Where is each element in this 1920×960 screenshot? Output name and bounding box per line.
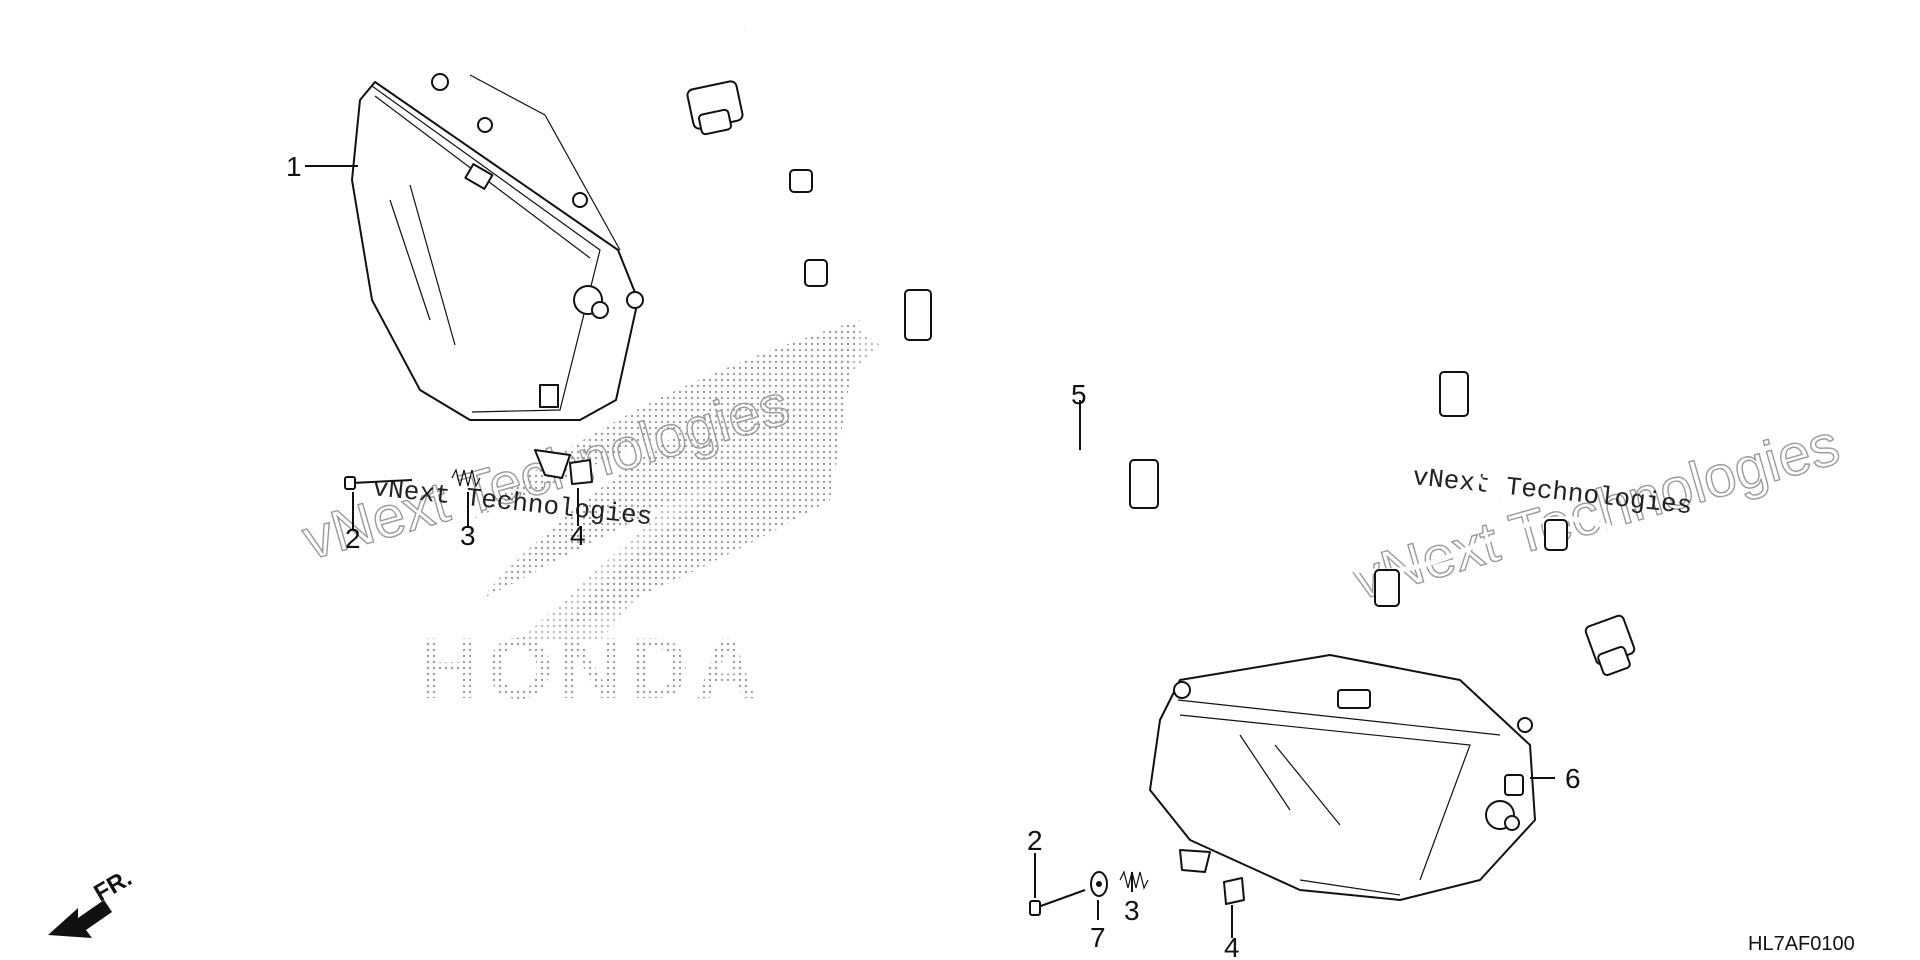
callout-bolt-left: 2 (345, 523, 361, 554)
callout-clip-nut-right: 4 (1224, 932, 1240, 960)
callout-headlight-left: 1 (286, 151, 302, 182)
honda-wing-logo-watermark (470, 320, 880, 640)
hardware-right-drawing (1029, 870, 1245, 916)
honda-brand-watermark: HONDA (418, 621, 763, 717)
callout-spring-left: 3 (460, 520, 476, 551)
callout-washer-right: 7 (1090, 922, 1106, 953)
headlight-right-drawing (1149, 654, 1536, 901)
front-direction-arrow-icon (48, 900, 112, 938)
callout-spring-right: 3 (1124, 895, 1140, 926)
headlight-left-drawing (351, 73, 644, 479)
callout-wire-harness: 5 (1071, 379, 1087, 410)
callout-headlight-right: 6 (1565, 763, 1581, 794)
callout-clip-nut-left: 4 (570, 520, 586, 551)
callout-bolt-right: 2 (1027, 825, 1043, 856)
leader-lines (305, 165, 1555, 938)
wire-harness-drawing (686, 27, 1681, 676)
hardware-left-drawing (344, 459, 593, 490)
watermark-outline-right: vNext Technologies (1346, 412, 1846, 613)
front-direction-label: FR. (90, 864, 137, 907)
diagram-code: HL7AF0100 (1748, 933, 1855, 955)
